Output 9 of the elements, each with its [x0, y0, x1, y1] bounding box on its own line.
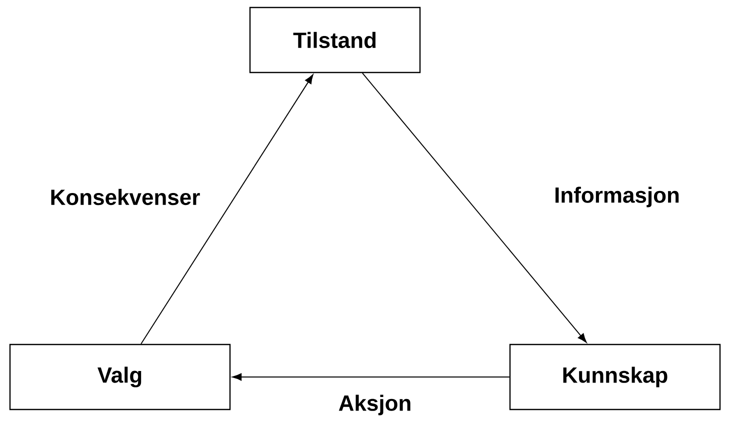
edge-label: Konsekvenser: [48, 188, 202, 206]
process-box: Kunnskap: [509, 344, 721, 410]
arrow: [232, 373, 510, 381]
arrow: [140, 74, 314, 344]
process-box: Valg: [9, 344, 231, 410]
edge-label: Informasjon: [553, 186, 681, 208]
edge-label: Aksjon: [337, 394, 413, 416]
arrow: [362, 72, 587, 343]
process-box: Tilstand: [249, 6, 421, 74]
